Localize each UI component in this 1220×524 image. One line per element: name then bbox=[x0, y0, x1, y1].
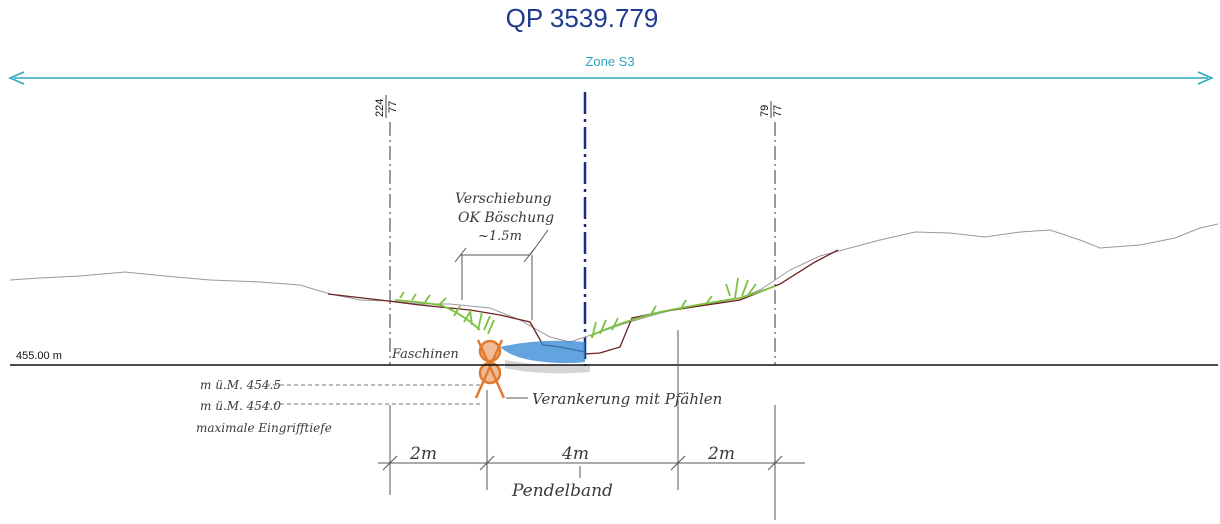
fascine-bundles bbox=[474, 339, 506, 399]
zone-arrow bbox=[8, 71, 1214, 85]
station-left-top: 224 bbox=[374, 99, 386, 117]
vegetation-right bbox=[589, 277, 776, 339]
station-right-bottom: 77 bbox=[772, 105, 784, 117]
water-body bbox=[500, 340, 585, 364]
station-label-left: 224 77 bbox=[374, 95, 399, 118]
water-shadow bbox=[505, 360, 590, 374]
station-right-top: 79 bbox=[759, 105, 771, 117]
shift-dimension bbox=[454, 229, 549, 320]
dimension-line bbox=[378, 330, 805, 520]
max-depth-label: maximale Eingrifftiefe bbox=[196, 421, 332, 435]
level-2-label: m ü.M. 454.0 bbox=[200, 399, 281, 413]
reference-level-label: 455.00 m bbox=[16, 350, 62, 362]
station-left-bottom: 77 bbox=[387, 101, 399, 113]
dim-right-label: 2m bbox=[707, 444, 735, 464]
level-1-label: m ü.M. 454.5 bbox=[200, 378, 281, 392]
shift-label-line1: Verschiebung bbox=[455, 191, 552, 207]
fascine-label: Faschinen bbox=[391, 347, 459, 362]
title: QP 3539.779 bbox=[506, 3, 659, 33]
station-label-right: 79 77 bbox=[759, 101, 784, 118]
zone-label: Zone S3 bbox=[585, 54, 634, 69]
anchoring-label: Verankerung mit Pfählen bbox=[532, 390, 722, 408]
vegetation-left bbox=[394, 291, 495, 335]
band-label: Pendelband bbox=[511, 481, 613, 501]
shift-label-line2: OK Böschung bbox=[458, 210, 554, 226]
dim-center-label: 4m bbox=[561, 444, 589, 464]
dim-left-label: 2m bbox=[409, 444, 437, 464]
shift-label-line3: ~1.5m bbox=[478, 229, 522, 244]
